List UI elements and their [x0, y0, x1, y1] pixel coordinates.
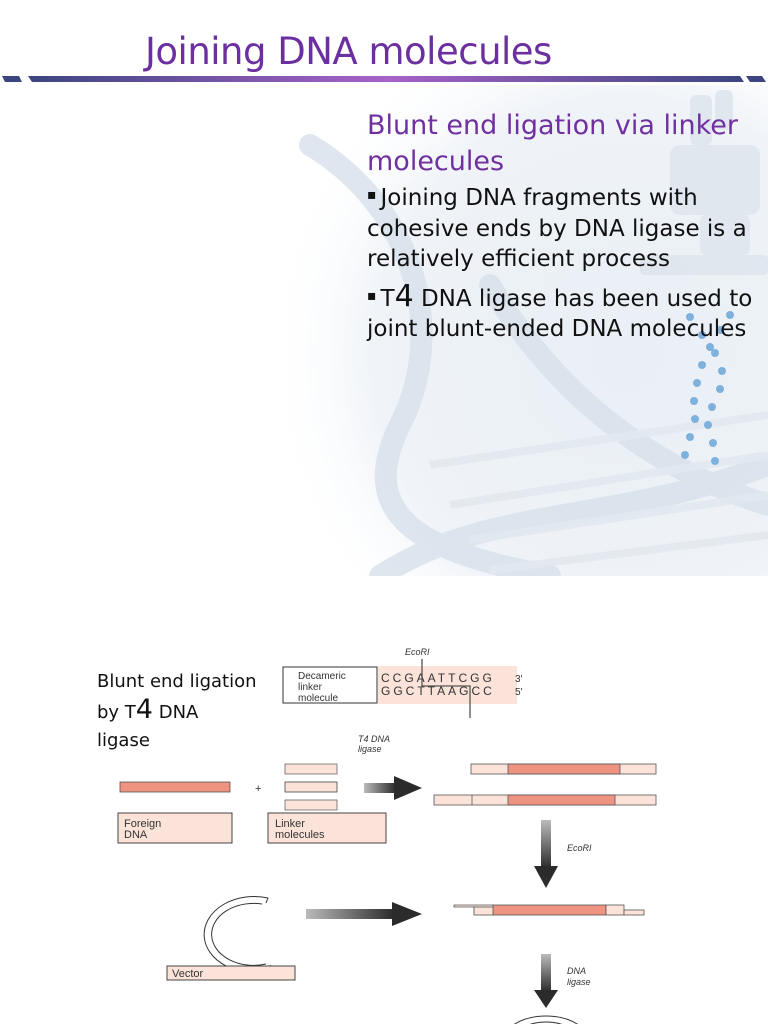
bullet-text: DNA ligase has been used to joint blunt-… — [367, 285, 753, 343]
plus-sign: + — [255, 783, 261, 795]
bottom-strand-sequence: GGCTTAAGCC — [381, 684, 495, 698]
ecori-step-label: EcoRI — [567, 843, 592, 853]
heading-line-3: ligase — [97, 730, 150, 751]
linker-box-line1: Decameric — [298, 671, 346, 682]
dna-background-illustration — [290, 85, 768, 576]
linker-box-line3: molecule — [298, 693, 338, 704]
subheading: Blunt end ligation via linker molecules — [367, 110, 738, 177]
bullet-item: ▪T4 DNA ligase has been used to joint bl… — [367, 281, 757, 345]
bottom-strand-end: 5′ — [515, 687, 523, 698]
arrow-down-icon — [534, 820, 558, 888]
decameric-linker-detail: Decameric linker molecule CCGAATTCGG GGC… — [282, 647, 523, 718]
foreign-dna-label-1: Foreign — [124, 818, 161, 830]
arrow-right-icon — [306, 902, 422, 926]
linker-bar — [284, 763, 338, 775]
heading-prefix: by T — [97, 702, 136, 723]
heading-line-1: Blunt end ligation — [97, 671, 257, 692]
diagram-heading: Blunt end ligation by T4 DNA ligase — [97, 668, 277, 755]
ligated-products — [433, 763, 657, 806]
arrow-right-icon — [364, 776, 422, 800]
t4-ligase-label-2: ligase — [358, 744, 382, 754]
linker-bar — [284, 781, 338, 793]
top-strand-sequence: CCGAATTCGG — [381, 671, 495, 685]
title-underline-bar — [2, 76, 766, 82]
foreign-dna-label-box — [117, 812, 233, 844]
bullet-square-icon: ▪ — [367, 287, 377, 304]
foreign-dna-label-2: DNA — [124, 829, 148, 841]
bullet-square-icon: ▪ — [367, 187, 377, 203]
bullet-list: ▪Joining DNA fragments with cohesive end… — [367, 180, 757, 351]
slide-2: Blunt end ligation by T4 DNA ligase Deca… — [0, 576, 768, 1024]
vector-label-box — [166, 965, 296, 981]
arrow-down-icon — [534, 954, 558, 1008]
heading-line-2: by T4 DNA — [97, 696, 277, 727]
bullet-item: ▪Joining DNA fragments with cohesive end… — [367, 180, 757, 275]
linker-molecules-label-box — [267, 812, 387, 844]
t4-ligase-label-1: T4 DNA — [358, 734, 390, 744]
top-strand-end: 3′ — [515, 674, 523, 685]
bullet-big-numeral: 4 — [394, 278, 414, 314]
heading-suffix: DNA — [152, 702, 199, 723]
page-title: Joining DNA molecules — [145, 30, 552, 73]
foreign-dna-bar — [119, 781, 231, 793]
recombinant-plasmid-icon — [513, 1015, 579, 1024]
slide-1: Joining DNA molecules Blunt end ligation… — [2, 30, 768, 576]
linker-bar — [284, 799, 338, 811]
ecori-site-label: EcoRI — [405, 647, 430, 657]
vector-label: Vector — [172, 968, 204, 980]
sticky-end-fragment — [453, 904, 645, 916]
linker-molecules-label-1: Linker — [275, 818, 305, 830]
bullet-prefix: T — [380, 285, 395, 312]
dna-ligase-label-1: DNA — [567, 966, 586, 976]
dna-ligase-label-2: ligase — [567, 977, 591, 987]
linker-molecules-label-2: molecules — [275, 829, 325, 841]
linker-box-line2: linker — [298, 682, 323, 693]
blunt-end-ligation-diagram: Decameric linker molecule CCGAATTCGG GGC… — [117, 647, 657, 1024]
vector-plasmid-icon — [203, 896, 273, 974]
bullet-text: Joining DNA fragments with cohesive ends… — [367, 185, 747, 272]
heading-big-numeral: 4 — [135, 694, 153, 725]
